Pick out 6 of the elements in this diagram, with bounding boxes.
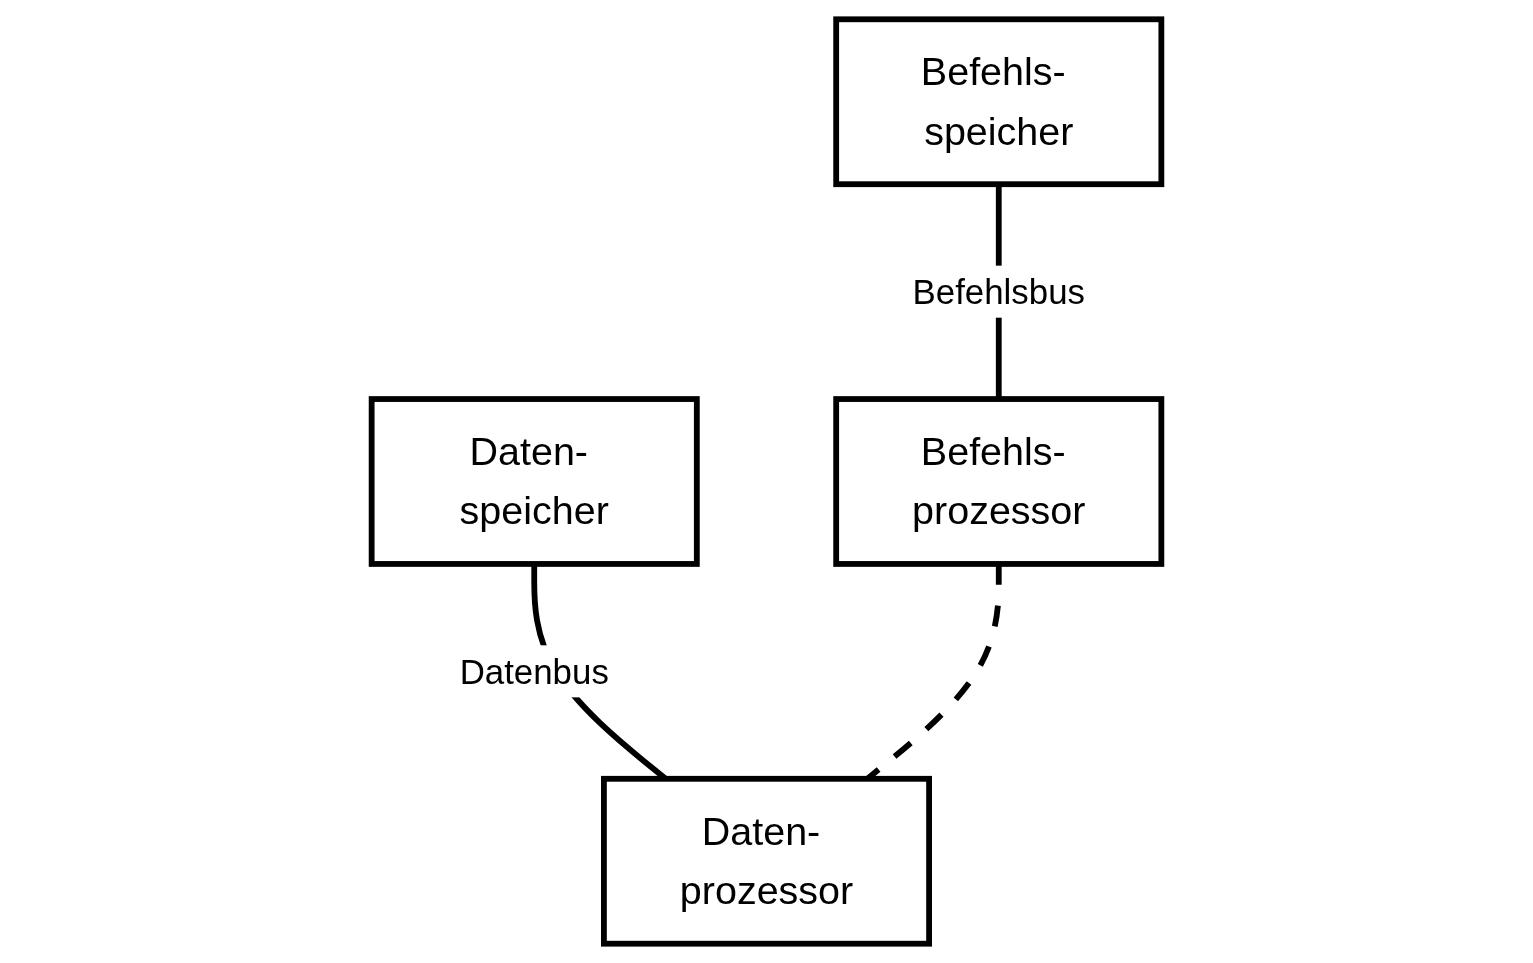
node-box: Daten- prozessor — [601, 775, 932, 947]
edge-label: Datenbus — [459, 652, 609, 691]
edge-label: Befehlsbus — [912, 272, 1085, 311]
node-box: Daten- speicher — [368, 396, 700, 567]
node-box: Befehls- speicher — [833, 16, 1165, 188]
node-box: Befehls- prozessor — [833, 396, 1165, 567]
